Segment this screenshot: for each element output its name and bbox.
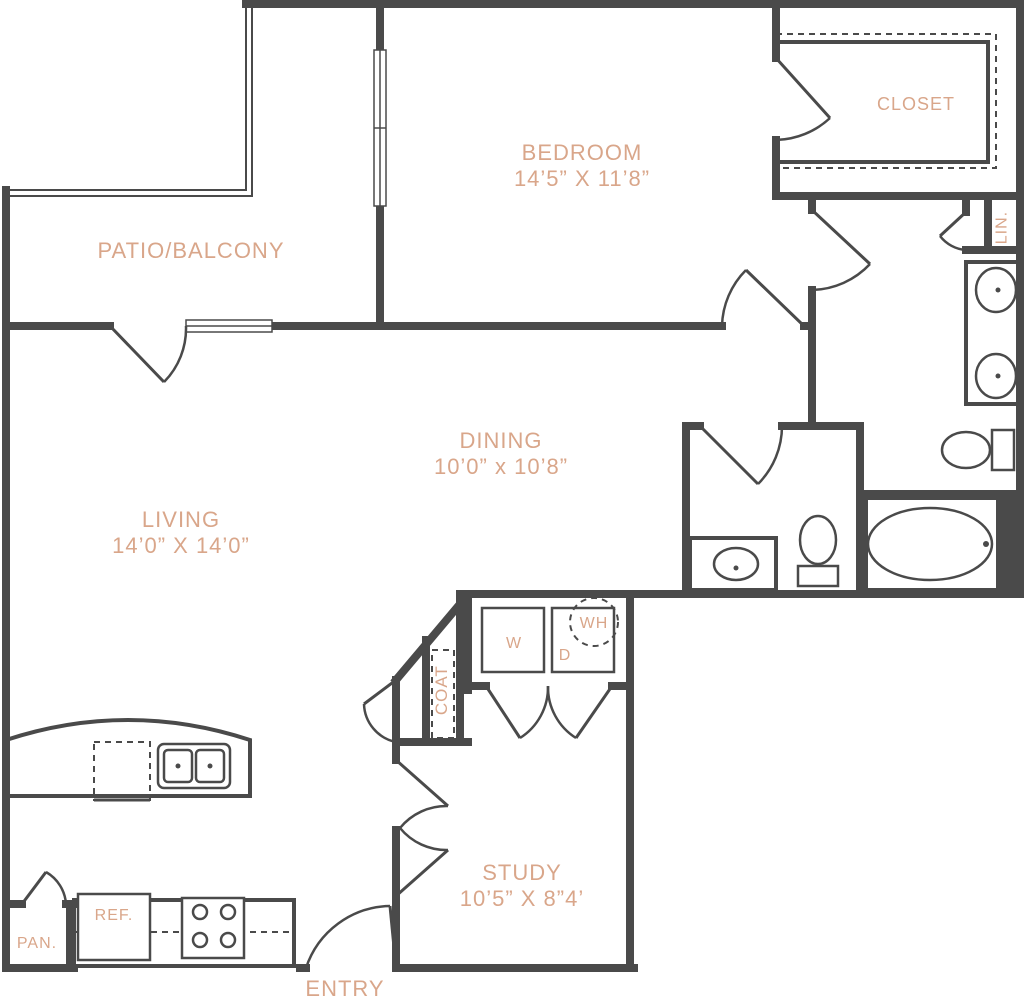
walls bbox=[2, 0, 1024, 972]
bedroom-label: BEDROOM 14’5” X 11’8” bbox=[492, 140, 672, 193]
dining-name: DINING bbox=[459, 428, 543, 453]
powder-fixtures bbox=[688, 514, 840, 592]
laundry-units bbox=[431, 597, 619, 739]
dining-label: DINING 10’0” x 10’8” bbox=[406, 428, 596, 481]
water-heater-label: WH bbox=[579, 615, 609, 632]
study-label: STUDY 10’5” X 8”4’ bbox=[432, 860, 612, 913]
patio-label: PATIO/BALCONY bbox=[97, 238, 285, 263]
kitchen-counter bbox=[72, 892, 296, 968]
bedroom-name: BEDROOM bbox=[521, 140, 643, 165]
living-name: LIVING bbox=[141, 507, 221, 532]
pantry-label: PAN. bbox=[16, 935, 58, 952]
study-size: 10’5” X 8”4’ bbox=[459, 886, 585, 912]
coat-label: COAT bbox=[431, 665, 451, 716]
kitchen-island bbox=[5, 718, 252, 802]
windows bbox=[185, 49, 387, 333]
dining-size: 10’0” x 10’8” bbox=[433, 454, 569, 480]
washer-label: W bbox=[505, 635, 523, 652]
dryer-label: D bbox=[558, 647, 572, 664]
bedroom-size: 14’5” X 11’8” bbox=[513, 166, 651, 192]
bath-fixtures bbox=[864, 266, 1020, 594]
living-size: 14’0” X 14’0” bbox=[112, 533, 250, 559]
closet-label: CLOSET bbox=[876, 94, 956, 114]
refrigerator-label: REF. bbox=[94, 907, 134, 924]
living-label: LIVING 14’0” X 14’0” bbox=[86, 507, 276, 560]
study-name: STUDY bbox=[482, 860, 562, 885]
linen-label: LIN. bbox=[993, 210, 1011, 245]
entry-label: ENTRY bbox=[305, 976, 385, 1001]
doors bbox=[20, 56, 968, 969]
closet-shelving bbox=[776, 33, 997, 169]
patio-railing bbox=[4, 4, 253, 197]
